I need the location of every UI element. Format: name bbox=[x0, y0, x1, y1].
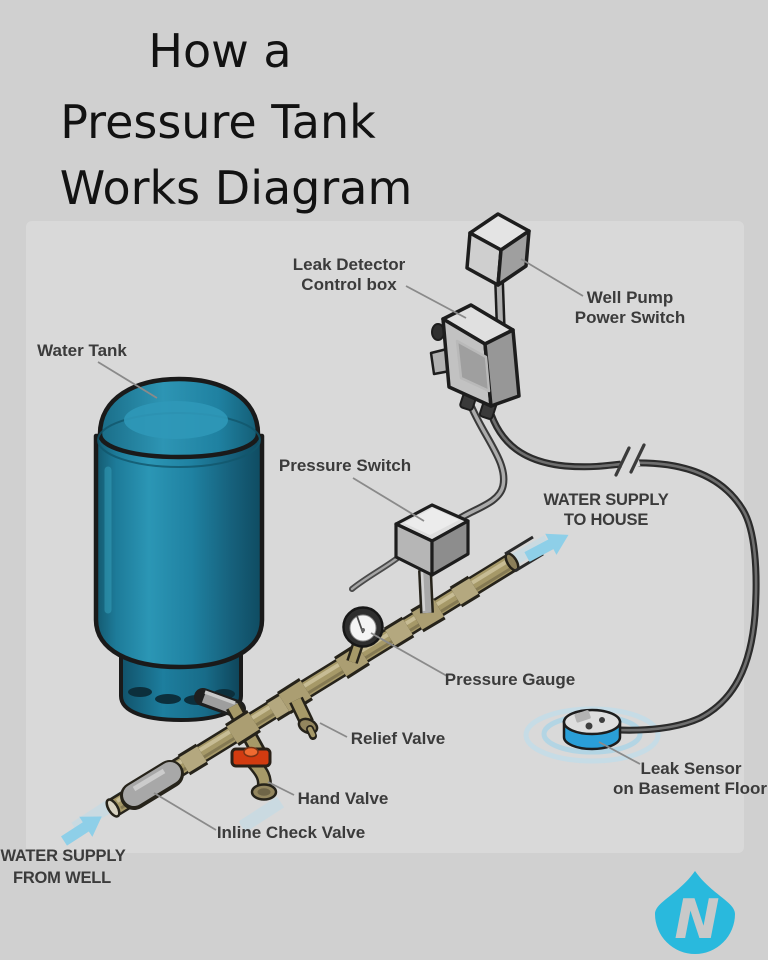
pointer-leak-sensor bbox=[598, 741, 641, 765]
pointer-relief-valve bbox=[319, 722, 348, 738]
pipe-tee-fittings bbox=[225, 596, 446, 746]
tank-dome-highlight bbox=[124, 401, 228, 439]
pointer-water-tank bbox=[97, 361, 158, 399]
pointer-pressure-gauge bbox=[370, 632, 448, 677]
label-leak-detector-line2: Control box bbox=[301, 275, 397, 294]
pointer-well-pump bbox=[520, 258, 584, 297]
pressure-switch-side-face bbox=[430, 519, 470, 577]
label-pressure-gauge: Pressure Gauge bbox=[445, 670, 575, 689]
label-inline-check-valve: Inline Check Valve bbox=[217, 823, 365, 842]
leak-sensor-top bbox=[562, 708, 622, 736]
label-well-pump-line1: Well Pump bbox=[587, 288, 674, 307]
pointer-leak-detector bbox=[405, 285, 467, 319]
label-to-house-line2: TO HOUSE bbox=[564, 511, 648, 529]
control-box-side-face bbox=[483, 328, 521, 408]
title-line-2: Pressure Tank bbox=[60, 95, 376, 149]
label-water-tank: Water Tank bbox=[37, 341, 127, 360]
hand-valve bbox=[230, 746, 278, 801]
pipe-open-end bbox=[105, 798, 121, 818]
page-title: How a Pressure Tank Works Diagram bbox=[60, 24, 413, 215]
tank-body bbox=[93, 433, 265, 670]
label-hand-valve: Hand Valve bbox=[298, 789, 389, 808]
pointer-hand-valve bbox=[267, 781, 295, 796]
label-leak-sensor-line2: on Basement Floor bbox=[613, 779, 767, 798]
cable-break-slash-2 bbox=[629, 443, 646, 474]
pointer-lines bbox=[97, 258, 641, 831]
water-drop-icon bbox=[655, 871, 735, 954]
label-from-well-line1: WATER SUPPLY bbox=[0, 847, 125, 865]
flow-arrow-to-house bbox=[524, 533, 569, 562]
control-box-panel bbox=[455, 339, 491, 393]
label-leak-sensor-line1: Leak Sensor bbox=[640, 759, 741, 778]
pointer-pressure-switch bbox=[352, 477, 425, 522]
cable-break-slash-1 bbox=[614, 446, 631, 477]
water-tank bbox=[93, 376, 265, 722]
label-pressure-switch: Pressure Switch bbox=[279, 456, 411, 475]
label-well-pump-line2: Power Switch bbox=[575, 308, 686, 327]
title-line-3: Works Diagram bbox=[60, 161, 413, 215]
pressure-gauge bbox=[342, 606, 384, 664]
label-relief-valve: Relief Valve bbox=[351, 729, 446, 748]
flow-arrow-from-well bbox=[61, 816, 102, 846]
power-switch-side-face bbox=[496, 229, 531, 287]
pipe-continuation-line-top bbox=[504, 535, 534, 556]
relief-valve bbox=[289, 696, 319, 740]
cable-to-pressure-switch bbox=[452, 402, 508, 525]
label-from-well-line2: FROM WELL bbox=[13, 869, 111, 887]
leak-sensor bbox=[562, 708, 622, 751]
pointer-inline-check-valve bbox=[153, 792, 217, 831]
brand-logo: N bbox=[655, 871, 735, 954]
inline-check-valve bbox=[120, 760, 184, 810]
title-line-1: How a bbox=[148, 24, 291, 78]
label-leak-detector-line1: Leak Detector bbox=[293, 255, 406, 274]
cable-to-leak-sensor bbox=[485, 404, 760, 734]
pressure-switch bbox=[349, 503, 470, 614]
label-to-house-line1: WATER SUPPLY bbox=[543, 491, 668, 509]
logo-letter: N bbox=[674, 888, 719, 951]
well-pump-power-switch bbox=[465, 212, 531, 337]
